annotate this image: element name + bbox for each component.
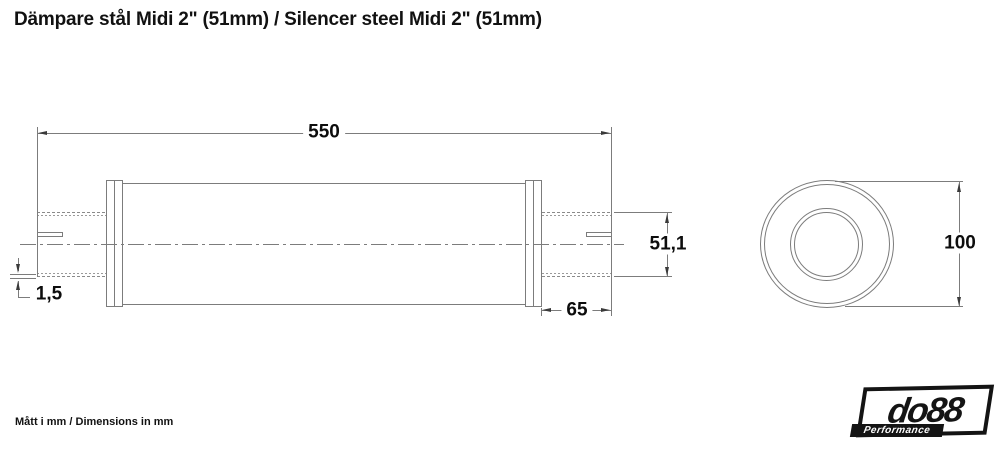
dim-15-arrow-down xyxy=(16,264,20,273)
end-cap-right-rim-line xyxy=(533,181,534,306)
pipe-right-slot-bottom xyxy=(586,236,611,237)
dim-15-wall-line-inner xyxy=(10,274,36,275)
dim-15-wall-line-outer xyxy=(10,278,36,279)
pipe-right-top-edge xyxy=(542,212,611,213)
pipe-left-top-inner-wall xyxy=(37,215,106,216)
pipe-right-top-inner-wall xyxy=(542,215,611,216)
dim-51-label: 51,1 xyxy=(644,233,692,255)
do88-tagline-text: Performance xyxy=(862,424,932,436)
dim-51-arrow-down xyxy=(665,267,669,276)
dim-65-arrow-left xyxy=(542,308,551,312)
dim-65-arrow-right xyxy=(601,308,610,312)
dim-100-extension-top xyxy=(835,181,963,182)
dim-100-arrow-down xyxy=(957,297,961,306)
dim-550-extension-left xyxy=(37,127,38,277)
end-view-pipe-outer xyxy=(790,208,863,281)
dim-15-leader xyxy=(18,297,30,298)
dim-65-label: 65 xyxy=(561,299,593,321)
do88-performance-ribbon: Performance xyxy=(849,424,945,437)
pipe-left-slot-end xyxy=(62,232,63,237)
dim-100-extension-bottom xyxy=(845,306,963,307)
dim-100-arrow-up xyxy=(957,183,961,192)
page-title: Dämpare stål Midi 2" (51mm) / Silencer s… xyxy=(14,9,542,30)
end-cap-left-rim-line xyxy=(114,181,115,306)
pipe-left-bottom-inner-wall xyxy=(37,273,106,274)
do88-logo: do88 Performance xyxy=(849,382,998,440)
dim-51-extension-bottom xyxy=(614,276,672,277)
dim-51-arrow-up xyxy=(665,214,669,223)
pipe-left-slot-top xyxy=(37,232,62,233)
dim-550-arrow-right xyxy=(601,131,610,135)
end-view-outer-shell xyxy=(760,180,894,308)
pipe-right-slot-end xyxy=(586,232,587,237)
dim-550-arrow-left xyxy=(38,131,47,135)
dim-550-label: 550 xyxy=(303,121,345,143)
pipe-right-bottom-edge xyxy=(542,276,611,277)
centerline xyxy=(20,244,624,245)
dim-100-label: 100 xyxy=(939,232,981,254)
dim-15-label: 1,5 xyxy=(30,283,68,305)
dim-550-extension-right xyxy=(611,127,612,316)
dim-51-extension-top xyxy=(614,212,672,213)
pipe-left-slot-bottom xyxy=(37,236,62,237)
end-view-pipe-inner xyxy=(794,212,859,277)
pipe-right-bottom-inner-wall xyxy=(542,273,611,274)
pipe-left-bottom-edge xyxy=(37,276,106,277)
units-note: Mått i mm / Dimensions in mm xyxy=(15,416,174,428)
end-view-outer-shell-inner-line xyxy=(764,184,890,304)
do88-brand-text: do88 xyxy=(885,389,966,431)
dim-15-arrow-up xyxy=(16,281,20,290)
pipe-left-top-edge xyxy=(37,212,106,213)
pipe-right-slot-top xyxy=(586,232,611,233)
dim-65-extension-left xyxy=(541,308,542,316)
